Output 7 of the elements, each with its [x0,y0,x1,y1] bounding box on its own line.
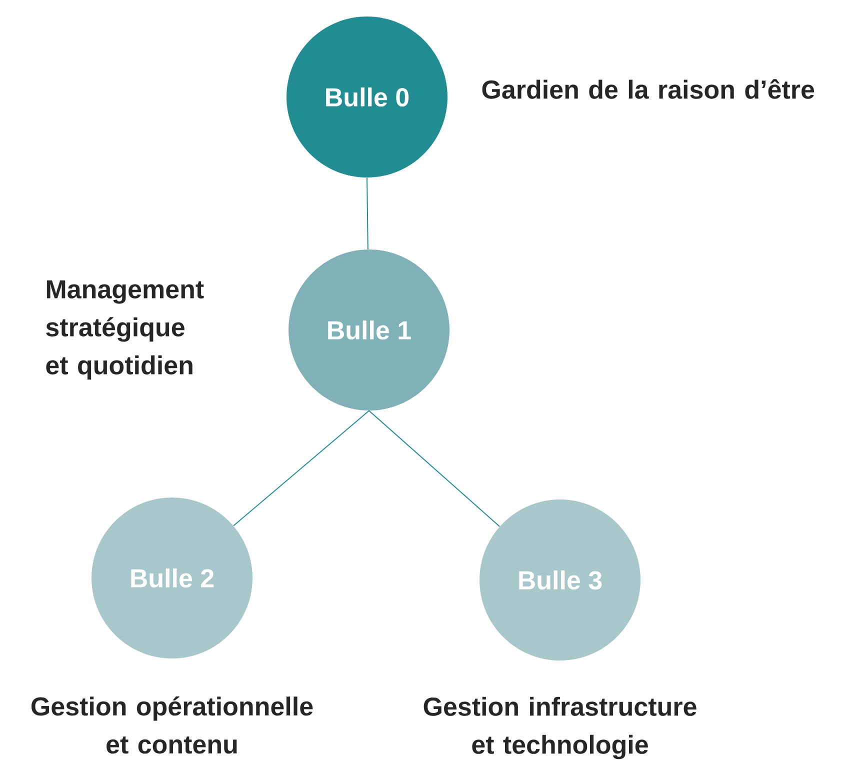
caption-text: Gestion opérationnelle et contenu [32,696,313,754]
connector-line [233,410,370,526]
connector-line [366,177,368,250]
connector-line [368,410,500,527]
caption-text: Gestion infrastructure et technologie [424,696,696,760]
caption-text: Gardien de la raison d’être [482,79,814,99]
caption-text: Management stratégique et quotidien [46,280,204,380]
